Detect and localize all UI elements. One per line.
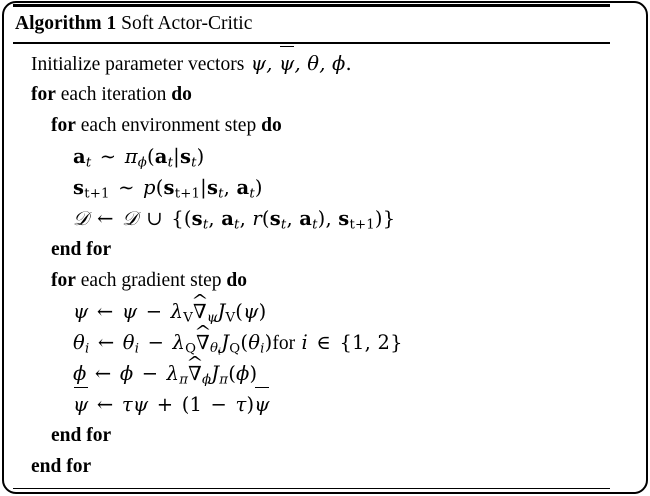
for-env-step-text: each environment step xyxy=(80,114,257,136)
formula-sample-next-state: st+1 ∼ p(st+1|st, at) xyxy=(73,175,263,202)
formula-update-psi-bar: ψ ← τψ + (1 − τ)ψ xyxy=(73,387,270,416)
keyword-end-for: end for xyxy=(51,424,112,446)
algorithm-block: Algorithm 1 Soft Actor-Critic Initialize… xyxy=(13,4,610,490)
line-update-replay-buffer: 𝒟 ← 𝒟 ∪ {(st, at, r(st, at), st+1)} xyxy=(13,203,610,234)
keyword-for: for xyxy=(51,114,76,136)
keyword-do: do xyxy=(226,269,248,291)
keyword-do: do xyxy=(261,114,282,136)
formula-update-psi: ψ ← ψ − λV∇ψJV(ψ) xyxy=(73,300,266,325)
theta-for-text: for xyxy=(272,332,296,354)
line-update-theta: θi ← θi − λQ∇θiJQ(θi)for i ∈ {1, 2} xyxy=(13,327,610,358)
line-sample-action: at ∼ πϕ(at|st) xyxy=(13,141,610,172)
line-update-psi-bar: ψ ← τψ + (1 − τ)ψ xyxy=(13,387,610,420)
for-gradient-step-text: each gradient step xyxy=(80,269,222,291)
theta-index-set: i ∈ {1, 2} xyxy=(295,330,403,354)
line-end-for-env-step: end for xyxy=(13,234,610,265)
line-update-phi: ϕ ← ϕ − λπ∇ϕJπ(ϕ) xyxy=(13,358,610,389)
keyword-for: for xyxy=(51,269,76,291)
algorithm-name: Soft Actor-Critic xyxy=(121,13,253,34)
keyword-end-for: end for xyxy=(51,238,112,260)
line-end-for-iteration: end for xyxy=(13,451,610,482)
line-end-for-gradient-step: end for xyxy=(13,420,610,451)
keyword-end-for: end for xyxy=(31,455,92,477)
algorithm-body: Initialize parameter vectors ψ, ψ, θ, ϕ.… xyxy=(13,44,610,488)
line-for-env-step: for each environment step do xyxy=(13,110,610,141)
formula-sample-action: at ∼ πϕ(at|st) xyxy=(73,144,205,171)
init-text: Initialize parameter vectors xyxy=(31,53,245,75)
formula-update-replay-buffer: 𝒟 ← 𝒟 ∪ {(st, at, r(st, at), st+1)} xyxy=(73,206,396,233)
keyword-do: do xyxy=(171,83,192,105)
line-for-iteration: for each iteration do xyxy=(13,79,610,110)
keyword-for: for xyxy=(31,83,56,105)
algorithm-number: Algorithm 1 xyxy=(15,13,117,34)
algorithm-title: Algorithm 1 Soft Actor-Critic xyxy=(13,7,610,42)
rule-top xyxy=(13,4,610,7)
line-sample-next-state: st+1 ∼ p(st+1|st, at) xyxy=(13,172,610,203)
init-symbols: ψ, ψ, θ, ϕ. xyxy=(244,46,352,75)
formula-update-theta: θi ← θi − λQ∇θiJQ(θi) xyxy=(73,331,272,358)
rule-under-title xyxy=(13,42,610,44)
line-update-psi: ψ ← ψ − λV∇ψJV(ψ) xyxy=(13,296,610,327)
line-for-gradient-step: for each gradient step do xyxy=(13,265,610,296)
for-iteration-text: each iteration xyxy=(60,83,167,105)
line-init: Initialize parameter vectors ψ, ψ, θ, ϕ. xyxy=(13,46,610,79)
formula-update-phi: ϕ ← ϕ − λπ∇ϕJπ(ϕ) xyxy=(73,362,257,387)
rule-bottom xyxy=(13,487,610,490)
